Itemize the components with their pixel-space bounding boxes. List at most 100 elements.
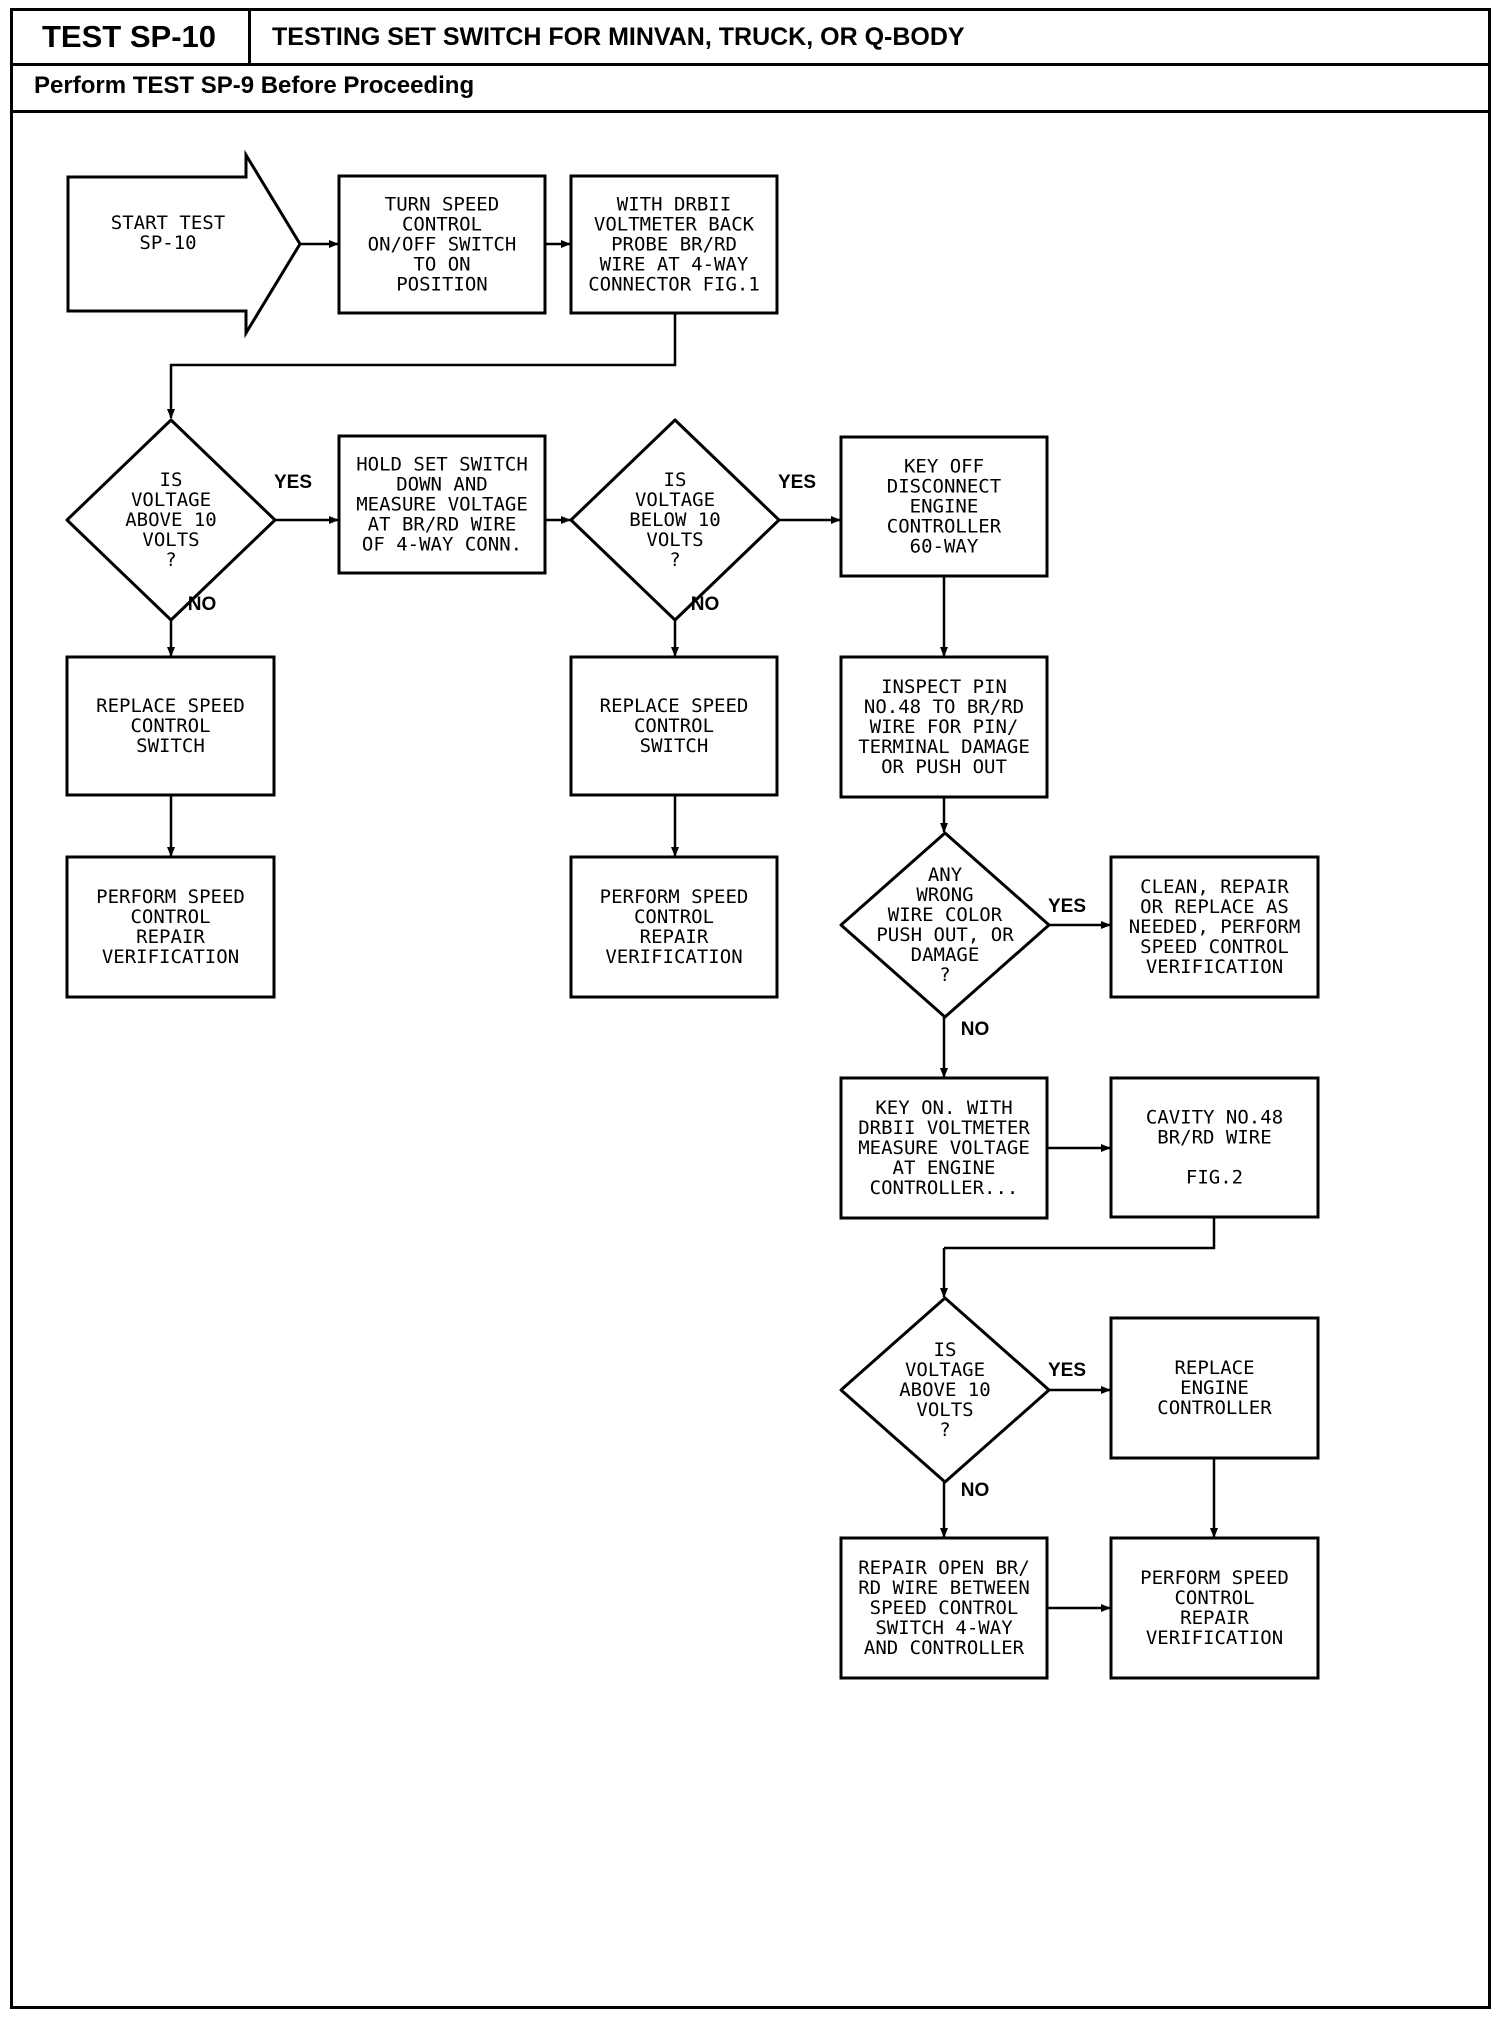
repair_open-text-line: REPAIR OPEN BR/ <box>858 1557 1030 1579</box>
start-arrow-shape <box>66 149 302 339</box>
inspect-text-line: NO.48 TO BR/RD <box>864 696 1024 718</box>
perform3-text-line: PERFORM SPEED <box>1140 1567 1289 1589</box>
d1-text-line: ABOVE 10 <box>125 509 217 531</box>
key_off-text-line: 60-WAY <box>910 536 979 558</box>
page-subtitle: Perform TEST SP-9 Before Proceeding <box>34 72 475 99</box>
box-perform1 <box>65 855 276 999</box>
d2-text-line: IS <box>664 469 687 491</box>
replace_ec-text-line: CONTROLLER <box>1157 1397 1272 1419</box>
d1-text-line: ? <box>165 549 176 571</box>
perform2-text-line: CONTROL <box>634 906 714 928</box>
key_off-text-line: ENGINE <box>910 496 979 518</box>
key_off-text-line: KEY OFF <box>904 456 984 478</box>
clean-text-line: VERIFICATION <box>1146 956 1283 978</box>
replace2-text-line: SWITCH <box>640 735 709 757</box>
box-perform3 <box>1109 1536 1320 1680</box>
no-branch-label: NO <box>961 1019 990 1040</box>
no-branch-label: NO <box>188 594 217 615</box>
replace1-text-line: REPLACE SPEED <box>96 695 245 717</box>
perform3-text-line: REPAIR <box>1180 1607 1249 1629</box>
start-text-line: START TEST <box>111 212 225 234</box>
probe-text-line: VOLTMETER BACK <box>594 214 755 236</box>
hold_set-text-line: MEASURE VOLTAGE <box>356 494 528 516</box>
perform2-text-line: PERFORM SPEED <box>600 886 749 908</box>
d4-text-line: VOLTS <box>916 1399 973 1421</box>
d4-text-line: VOLTAGE <box>905 1359 985 1381</box>
perform2-text-line: VERIFICATION <box>605 946 742 968</box>
turn_on-text-line: POSITION <box>396 274 488 296</box>
key_on-text-line: AT ENGINE <box>893 1157 996 1179</box>
box-hold_set <box>337 434 547 575</box>
perform1-text-line: REPAIR <box>136 926 205 948</box>
probe-text-line: PROBE BR/RD <box>611 234 737 256</box>
hold_set-text-line: DOWN AND <box>396 474 488 496</box>
perform1-text-line: VERIFICATION <box>102 946 239 968</box>
d1-text-line: IS <box>160 469 183 491</box>
header-bar <box>10 8 1491 66</box>
inspect-text-line: WIRE FOR PIN/ <box>870 716 1019 738</box>
d2-text-line: ? <box>669 549 680 571</box>
d3-text-line: WRONG <box>916 884 973 906</box>
replace1-text-line: CONTROL <box>130 715 210 737</box>
perform2-text-line: REPAIR <box>640 926 709 948</box>
repair_open-text-line: SPEED CONTROL <box>870 1597 1019 1619</box>
probe-text-line: CONNECTOR FIG.1 <box>588 274 760 296</box>
perform1-text-line: PERFORM SPEED <box>96 886 245 908</box>
hold_set-text-line: HOLD SET SWITCH <box>356 454 528 476</box>
yes-branch-label: YES <box>1048 1360 1086 1381</box>
turn_on-text-line: CONTROL <box>402 214 482 236</box>
connector-arrow <box>167 313 677 419</box>
d3-text-line: PUSH OUT, OR <box>876 924 1014 946</box>
clean-text-line: OR REPLACE AS <box>1140 896 1289 918</box>
turn_on-text-line: TURN SPEED <box>385 194 499 216</box>
turn_on-text-line: TO ON <box>413 254 470 276</box>
d1-text-line: VOLTAGE <box>131 489 211 511</box>
d3-text-line: WIRE COLOR <box>888 904 1003 926</box>
perform1-text-line: CONTROL <box>130 906 210 928</box>
yes-branch-label: YES <box>778 472 816 493</box>
key_on-text-line: KEY ON. WITH <box>875 1097 1012 1119</box>
cavity-text-line: BR/RD WIRE <box>1157 1127 1271 1149</box>
no-branch-label: NO <box>961 1480 990 1501</box>
d2-text-line: BELOW 10 <box>629 509 721 531</box>
key_on-text-line: MEASURE VOLTAGE <box>858 1137 1030 1159</box>
inspect-text-line: TERMINAL DAMAGE <box>858 736 1030 758</box>
no-branch-label: NO <box>691 594 720 615</box>
test-id: TEST SP-10 <box>10 8 251 66</box>
replace1-text-line: SWITCH <box>136 735 205 757</box>
probe-text-line: WITH DRBII <box>617 194 731 216</box>
yes-branch-label: YES <box>274 472 312 493</box>
replace2-text-line: CONTROL <box>634 715 714 737</box>
hold_set-text-line: OF 4-WAY CONN. <box>362 534 522 556</box>
d4-text-line: IS <box>934 1339 957 1361</box>
yes-branch-label: YES <box>1048 896 1086 917</box>
perform3-text-line: CONTROL <box>1174 1587 1254 1609</box>
d2-text-line: VOLTS <box>646 529 703 551</box>
repair_open-text-line: SWITCH 4-WAY <box>875 1617 1013 1639</box>
subheader-bar <box>10 63 1491 113</box>
d4-text-line: ABOVE 10 <box>899 1379 991 1401</box>
key_off-text-line: CONTROLLER <box>887 516 1002 538</box>
d3-text-line: DAMAGE <box>911 944 980 966</box>
start-text-line: SP-10 <box>139 232 196 254</box>
box-perform2 <box>569 855 779 999</box>
page-title: TESTING SET SWITCH FOR MINVAN, TRUCK, OR… <box>272 22 965 51</box>
d2-text-line: VOLTAGE <box>635 489 715 511</box>
probe-text-line: WIRE AT 4-WAY <box>600 254 749 276</box>
replace_ec-text-line: ENGINE <box>1180 1377 1249 1399</box>
key_on-text-line: CONTROLLER... <box>870 1177 1019 1199</box>
repair_open-text-line: RD WIRE BETWEEN <box>858 1577 1030 1599</box>
replace_ec-text-line: REPLACE <box>1174 1357 1254 1379</box>
cavity-text-line: FIG.2 <box>1186 1167 1243 1189</box>
key_off-text-line: DISCONNECT <box>887 476 1001 498</box>
inspect-text-line: OR PUSH OUT <box>881 756 1007 778</box>
clean-text-line: NEEDED, PERFORM <box>1129 916 1301 938</box>
d1-text-line: VOLTS <box>142 529 199 551</box>
turn_on-text-line: ON/OFF SWITCH <box>368 234 517 256</box>
cavity-text-line: CAVITY NO.48 <box>1146 1107 1283 1129</box>
connector-line <box>944 1217 1216 1250</box>
box-clean <box>1109 855 1320 999</box>
perform3-text-line: VERIFICATION <box>1146 1627 1283 1649</box>
d4-text-line: ? <box>939 1419 950 1441</box>
